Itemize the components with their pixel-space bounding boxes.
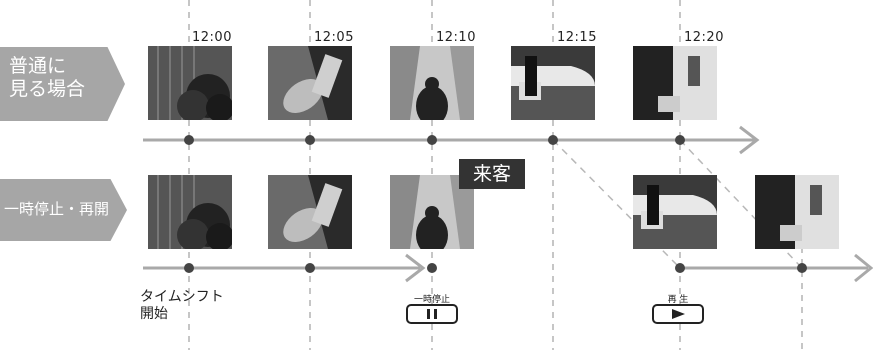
pause-arrowhead-2 (854, 253, 873, 283)
photo-hand-phone (268, 46, 352, 120)
photo-bullet-train (633, 175, 717, 249)
dot (305, 263, 315, 273)
delay-line-1 (552, 139, 681, 269)
dot (184, 135, 194, 145)
dot (427, 135, 437, 145)
dot (675, 263, 685, 273)
time-label: 12:00 (192, 30, 232, 45)
pause-arrowhead-1 (405, 253, 426, 283)
photo-man-skyscrapers (390, 46, 474, 120)
play-button-label: 再 生 (667, 295, 689, 305)
dot (184, 263, 194, 273)
pause-button[interactable] (406, 304, 458, 324)
timeshift-start-caption: タイムシフト 開始 (140, 289, 224, 322)
pause-button-label: 一時停止 (413, 295, 450, 305)
dot (797, 263, 807, 273)
photo-building-tree (148, 46, 232, 120)
dot (427, 263, 437, 273)
photo-hand-phone (268, 175, 352, 249)
time-label: 12:05 (314, 30, 354, 45)
time-label: 12:20 (684, 30, 724, 45)
photo-building-tree (148, 175, 232, 249)
dot (548, 135, 558, 145)
play-icon (672, 309, 685, 319)
pause-resume-label: 一時停止・再開 (0, 179, 127, 241)
dot (675, 135, 685, 145)
photo-man-train-door (633, 46, 717, 120)
play-button[interactable] (652, 304, 704, 324)
photo-man-train-door (755, 175, 839, 249)
normal-arrowhead (739, 125, 760, 155)
normal-view-label: 普通に 見る場合 (0, 47, 125, 121)
photo-bullet-train (511, 46, 595, 120)
time-label: 12:15 (557, 30, 597, 45)
time-label: 12:10 (436, 30, 476, 45)
visitor-tag: 来客 (459, 159, 525, 189)
pause-icon (427, 309, 437, 319)
dot (305, 135, 315, 145)
